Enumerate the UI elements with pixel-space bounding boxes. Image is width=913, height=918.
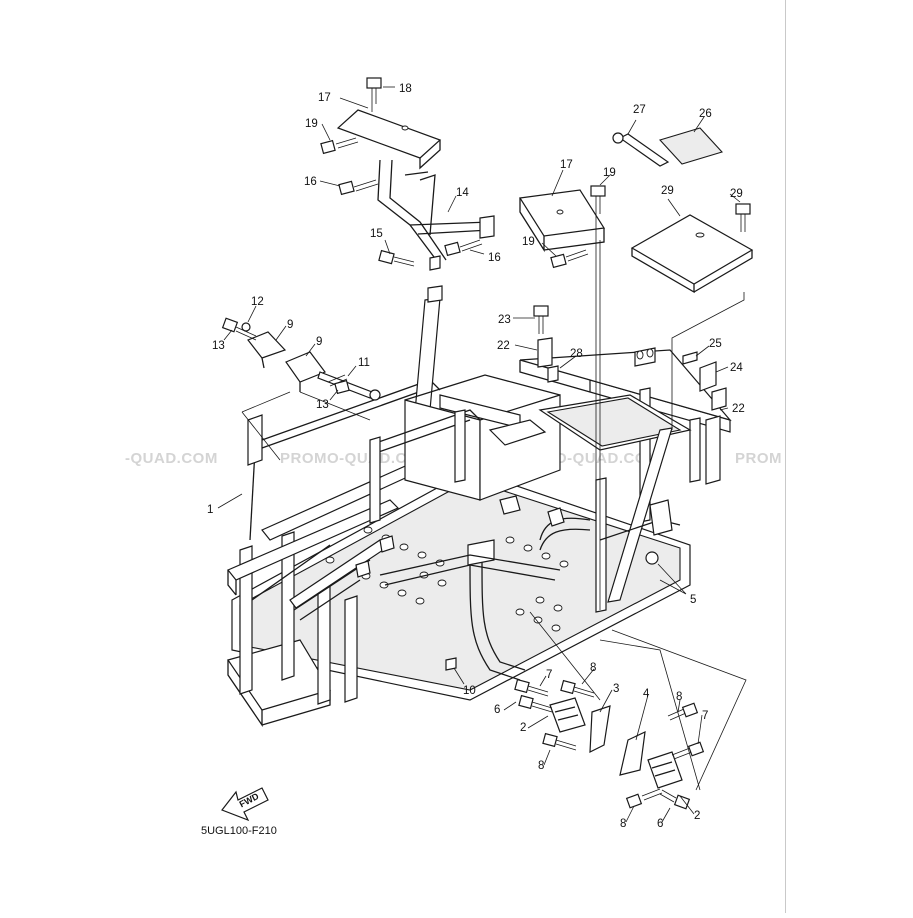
bolt-29 xyxy=(735,203,751,232)
callout-5: 5 xyxy=(690,594,696,606)
callout-16: 16 xyxy=(488,252,501,264)
callout-8: 8 xyxy=(590,662,596,674)
bolt-8-bottom xyxy=(625,788,663,809)
page-border xyxy=(785,0,786,913)
part-26 xyxy=(618,133,670,167)
part-20 xyxy=(537,337,553,368)
rear-parts-group xyxy=(445,127,754,671)
part-24 xyxy=(682,351,698,365)
callout-28: 29 xyxy=(661,185,674,197)
bolt-15 xyxy=(378,249,415,267)
callouts: 18 17 19 16 14 15 16 17 19 19 27 26 29 2… xyxy=(207,83,745,830)
callout-11: 11 xyxy=(358,357,370,369)
callout-9: 9 xyxy=(287,319,293,331)
callout-3: 3 xyxy=(613,683,619,695)
callout-13: 13 xyxy=(316,399,329,411)
callout-19: 19 xyxy=(603,167,616,179)
part-27 xyxy=(547,365,559,383)
diagram-code: 5UGL100-F210 xyxy=(201,825,277,837)
callout-6: 6 xyxy=(657,818,663,830)
callout-2: 2 xyxy=(520,722,526,734)
part-23 xyxy=(699,361,717,392)
callout-4: 4 xyxy=(643,688,650,700)
bracket-14 xyxy=(377,159,447,266)
callout-19: 18 xyxy=(399,83,412,95)
part-10 xyxy=(445,657,457,671)
callout-1: 1 xyxy=(207,504,213,516)
bolt-8-left xyxy=(542,732,577,751)
callout-19: 19 xyxy=(305,118,318,130)
part-5 xyxy=(645,551,659,565)
callout-2: 2 xyxy=(694,810,700,822)
bolt-19-right xyxy=(550,249,589,269)
bracket-18 xyxy=(336,109,442,159)
bolt-13-right xyxy=(327,374,350,395)
callout-24: 25 xyxy=(709,338,722,350)
watermark-segment: -QUAD.COM xyxy=(125,450,218,467)
bolt-7-right xyxy=(671,741,705,760)
bolt-7-left xyxy=(514,678,549,697)
callout-8: 8 xyxy=(538,760,544,772)
leader-lines xyxy=(217,86,747,823)
callout-17: 17 xyxy=(560,159,573,171)
mount-9b xyxy=(285,351,326,383)
watermark-segment: PROMO-QUAD.COM xyxy=(280,450,432,467)
callout-7: 7 xyxy=(702,710,708,722)
bolt-6-left xyxy=(518,694,553,713)
mount-9a xyxy=(247,331,287,359)
callout-22: 22 xyxy=(732,403,745,415)
callout-8: 8 xyxy=(620,818,626,830)
watermark-segment: PROM xyxy=(735,450,782,467)
bolt-16-left xyxy=(338,179,379,196)
bolt-8-top xyxy=(560,679,595,698)
bolt-13-left xyxy=(221,317,257,341)
callout-7: 7 xyxy=(546,669,552,681)
callout-12: 12 xyxy=(251,296,264,308)
bolt-19-top xyxy=(366,77,382,104)
callout-13: 13 xyxy=(212,340,225,352)
washer-12 xyxy=(241,322,251,332)
bolt-19-left xyxy=(320,137,359,155)
callout-25: 26 xyxy=(699,108,712,120)
callout-26: 27 xyxy=(633,104,646,116)
callout-19: 19 xyxy=(522,236,535,248)
callout-8: 8 xyxy=(676,691,682,703)
bracket-4 xyxy=(619,730,646,776)
callout-14: 14 xyxy=(456,187,469,199)
fwd-arrow: FWD xyxy=(221,787,269,822)
bolt-6-bottom xyxy=(659,789,691,810)
mount-2b xyxy=(647,751,683,789)
callout-6: 6 xyxy=(494,704,500,716)
callout-9: 9 xyxy=(316,336,322,348)
callout-21: 23 xyxy=(498,314,511,326)
bolt-19-top-right xyxy=(590,185,606,214)
callout-10: 10 xyxy=(463,685,476,697)
callout-18: 17 xyxy=(318,92,331,104)
main-frame xyxy=(227,285,732,728)
cover-28 xyxy=(630,214,754,285)
callout-15: 15 xyxy=(370,228,383,240)
bolt-21 xyxy=(533,305,549,334)
callout-27: 28 xyxy=(570,348,583,360)
callout-29: 29 xyxy=(730,188,743,200)
bracket-3 xyxy=(589,705,611,753)
bolts xyxy=(221,77,751,810)
mount-2a xyxy=(549,697,586,733)
bolt-8-right xyxy=(667,702,699,721)
bolt-16-right xyxy=(444,239,483,257)
callout-20: 22 xyxy=(497,340,510,352)
upper-bracket-group xyxy=(336,109,606,271)
lower-mounts-group xyxy=(549,697,683,789)
part-25 xyxy=(659,127,723,165)
callout-16: 16 xyxy=(304,176,317,188)
callout-23: 24 xyxy=(730,362,743,374)
